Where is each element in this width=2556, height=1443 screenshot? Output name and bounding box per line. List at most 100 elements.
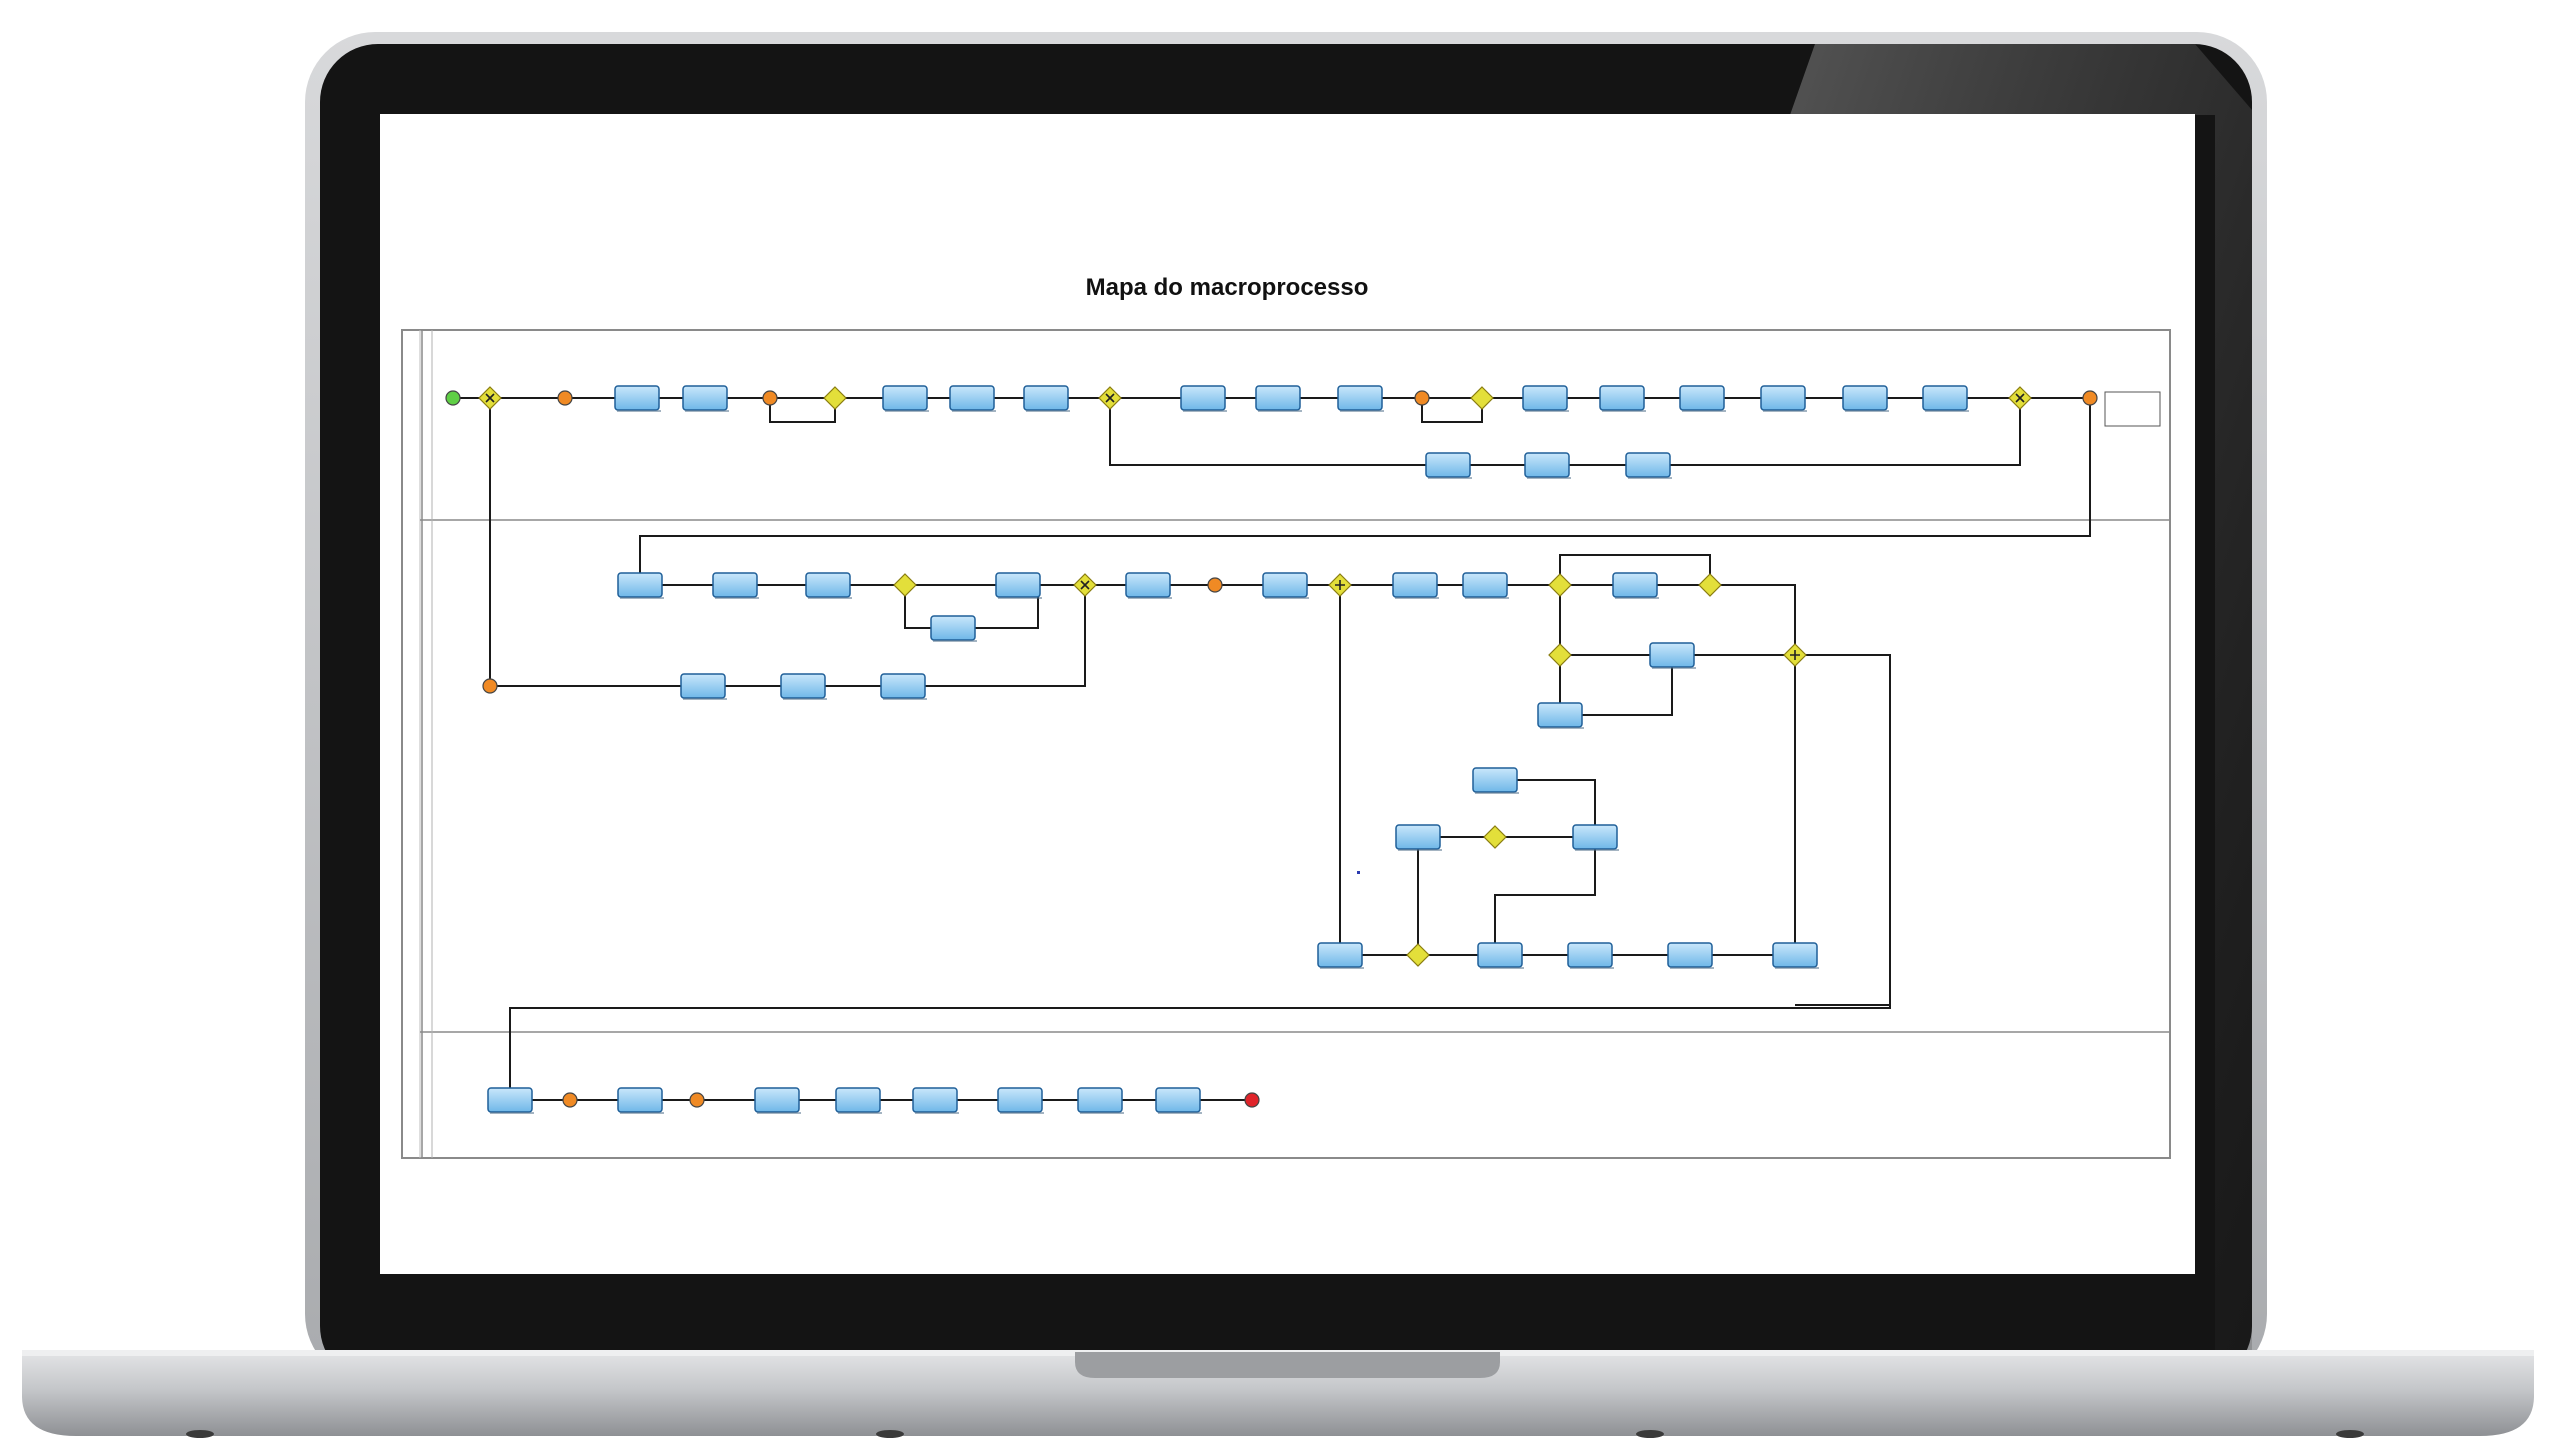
gateway-decision xyxy=(1698,573,1722,597)
process-task-shadow xyxy=(715,597,759,599)
process-task xyxy=(1262,572,1308,598)
process-task xyxy=(1125,572,1171,598)
process-task-shadow xyxy=(1670,967,1714,969)
process-task-shadow xyxy=(1480,967,1524,969)
process-task xyxy=(1337,385,1383,411)
process-task-shadow xyxy=(933,640,977,642)
flow-lane1-loop-a xyxy=(769,398,836,423)
process-task xyxy=(614,385,660,411)
process-task xyxy=(1679,385,1725,411)
process-task xyxy=(1425,452,1471,478)
process-task xyxy=(1462,572,1508,598)
foot-right xyxy=(2336,1430,2364,1438)
process-task xyxy=(1180,385,1226,411)
process-task xyxy=(1537,702,1583,728)
process-task-shadow xyxy=(1525,410,1569,412)
process-task-shadow xyxy=(1000,1112,1044,1114)
process-task-shadow xyxy=(685,410,729,412)
flow-to-lane2 xyxy=(639,398,2091,585)
process-task xyxy=(1649,642,1695,668)
foot-left xyxy=(186,1430,214,1438)
laptop-base xyxy=(22,1352,2534,1436)
process-task-shadow xyxy=(1925,410,1969,412)
process-task-shadow xyxy=(1428,477,1472,479)
process-task-shadow xyxy=(1398,849,1442,851)
process-task xyxy=(880,673,926,699)
intermediate-event xyxy=(1207,577,1223,593)
process-task-shadow xyxy=(1602,410,1646,412)
process-task-shadow xyxy=(1340,410,1384,412)
process-task xyxy=(1772,942,1818,968)
process-pool xyxy=(401,329,2171,1159)
gateway-parallel-marker xyxy=(1335,580,1345,590)
process-task-shadow xyxy=(757,1112,801,1114)
process-task xyxy=(1477,942,1523,968)
process-task-shadow xyxy=(1320,967,1364,969)
process-task-shadow xyxy=(1258,410,1302,412)
process-task-shadow xyxy=(1395,597,1439,599)
process-task xyxy=(995,572,1041,598)
process-task xyxy=(1922,385,1968,411)
process-task-shadow xyxy=(617,410,661,412)
process-task xyxy=(882,385,928,411)
process-task xyxy=(1255,385,1301,411)
process-task-shadow xyxy=(883,698,927,700)
diagram-nodes xyxy=(445,385,2161,1114)
process-task-shadow xyxy=(1682,410,1726,412)
process-task xyxy=(1392,572,1438,598)
process-task-shadow xyxy=(620,1112,664,1114)
process-task-shadow xyxy=(1763,410,1807,412)
end-event xyxy=(1244,1092,1260,1108)
process-task xyxy=(912,1087,958,1113)
process-task xyxy=(1612,572,1658,598)
intermediate-event xyxy=(562,1092,578,1108)
process-task xyxy=(930,615,976,641)
gateway-exclusive-marker xyxy=(1105,393,1115,403)
process-task-shadow xyxy=(952,410,996,412)
process-task-shadow xyxy=(620,597,664,599)
flow-cluster-b xyxy=(1495,779,1596,837)
flow-cluster-d xyxy=(1494,837,1596,955)
process-task xyxy=(617,572,663,598)
flow-to-lane4 xyxy=(509,655,1891,1100)
process-task xyxy=(487,1087,533,1113)
intermediate-event xyxy=(762,390,778,406)
annotation xyxy=(2104,391,2161,427)
process-task-shadow xyxy=(1570,967,1614,969)
process-task-shadow xyxy=(1845,410,1889,412)
process-task-shadow xyxy=(490,1112,534,1114)
flow-lane2-mid-loop xyxy=(1559,655,1673,716)
slide-title: Mapa do macroprocesso xyxy=(1086,274,1369,301)
process-task-shadow xyxy=(998,597,1042,599)
gateway-exclusive-marker xyxy=(1080,580,1090,590)
start-event xyxy=(445,390,461,406)
pool-frame xyxy=(401,329,2171,1159)
process-task xyxy=(617,1087,663,1113)
process-task-shadow xyxy=(808,597,852,599)
process-task xyxy=(1395,824,1441,850)
process-task xyxy=(1472,767,1518,793)
stray-marker xyxy=(1357,871,1360,874)
process-task xyxy=(1023,385,1069,411)
process-task xyxy=(1572,824,1618,850)
process-task-shadow xyxy=(1527,477,1571,479)
intermediate-event xyxy=(557,390,573,406)
process-task-shadow xyxy=(1465,597,1509,599)
gateway-decision xyxy=(1548,643,1572,667)
process-task-shadow xyxy=(1615,597,1659,599)
gateway-decision xyxy=(823,386,847,410)
process-task xyxy=(680,673,726,699)
gateway-parallel-marker xyxy=(1790,650,1800,660)
gateway-decision xyxy=(1548,573,1572,597)
process-task-shadow xyxy=(1540,727,1584,729)
process-task-shadow xyxy=(1575,849,1619,851)
process-task xyxy=(949,385,995,411)
process-task xyxy=(1317,942,1363,968)
gateway-exclusive-marker xyxy=(2015,393,2025,403)
process-task-shadow xyxy=(915,1112,959,1114)
process-task xyxy=(1567,942,1613,968)
intermediate-event xyxy=(482,678,498,694)
process-task-shadow xyxy=(1128,597,1172,599)
process-task-shadow xyxy=(783,698,827,700)
process-task xyxy=(780,673,826,699)
